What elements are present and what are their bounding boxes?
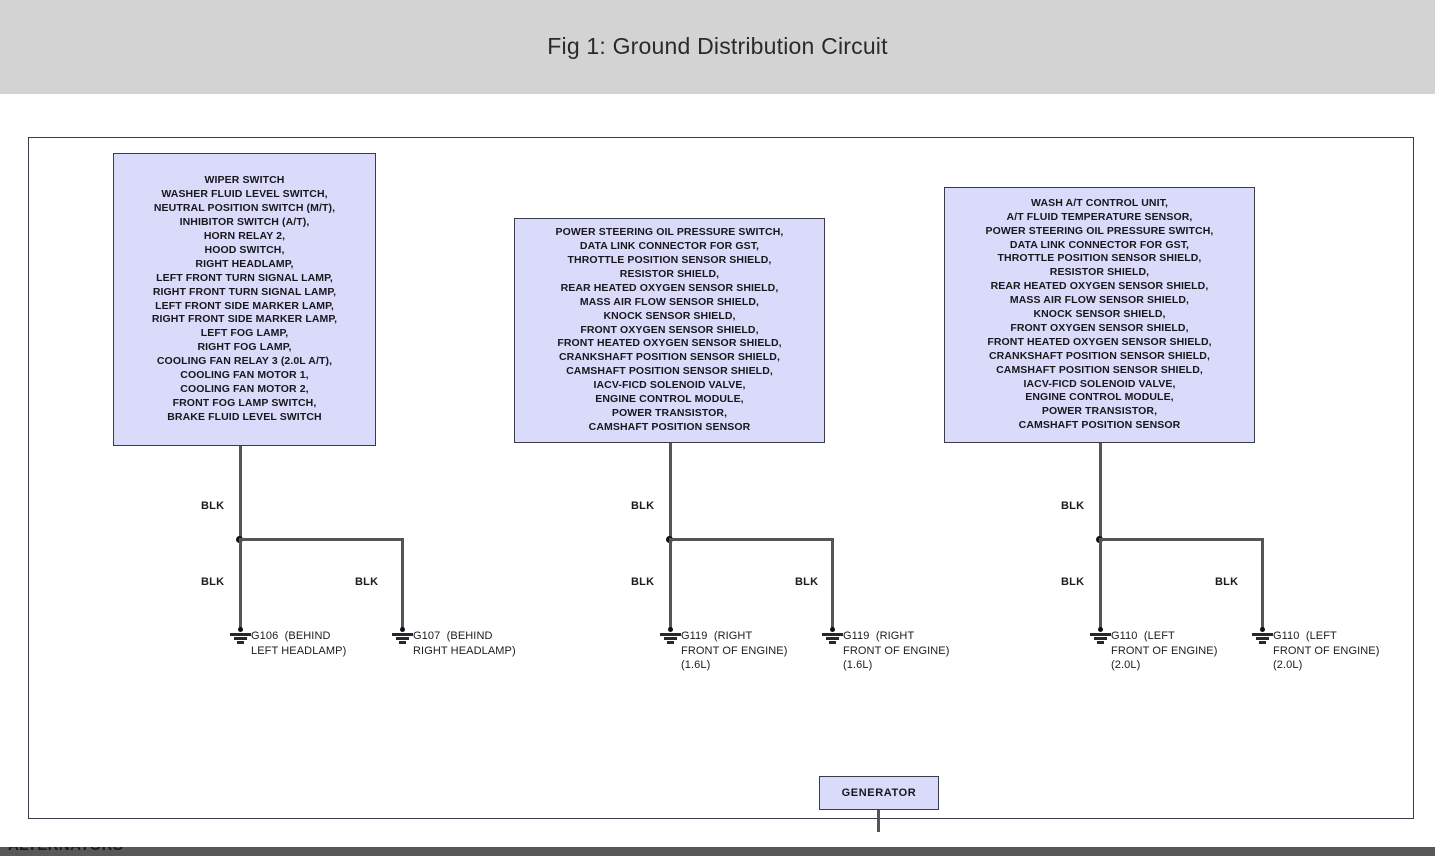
ground-symbol-g119-b bbox=[821, 627, 845, 645]
ground-label-g119-a: G119 (RIGHT FRONT OF ENGINE) (1.6L) bbox=[681, 629, 788, 673]
component-box-middle[interactable]: POWER STEERING OIL PRESSURE SWITCH, DATA… bbox=[514, 218, 825, 443]
wire-label-blk-2: BLK bbox=[201, 576, 225, 588]
ground-code-g106: G106 bbox=[251, 630, 279, 642]
ground-location2-g119-b: FRONT OF ENGINE) bbox=[843, 644, 950, 657]
ground-location2-g110-b: FRONT OF ENGINE) bbox=[1273, 644, 1380, 657]
ground-location2-g110-a: FRONT OF ENGINE) bbox=[1111, 644, 1218, 657]
ground-code-g110-a: G110 bbox=[1111, 630, 1138, 642]
ground-code-g119-b: G119 bbox=[843, 630, 870, 642]
ground-label-g106: G106 (BEHIND LEFT HEADLAMP) bbox=[251, 629, 346, 658]
ground-location-g119-a: (RIGHT bbox=[713, 630, 753, 642]
wire-right-drop-g110b bbox=[1261, 538, 1264, 628]
wire-label-blk-8: BLK bbox=[1061, 576, 1085, 588]
ground-label-g110-b: G110 (LEFT FRONT OF ENGINE) (2.0L) bbox=[1273, 629, 1380, 673]
ground-location-g110-b: (LEFT bbox=[1305, 630, 1337, 642]
ground-location-g107: (BEHIND bbox=[446, 630, 493, 642]
component-box-left[interactable]: WIPER SWITCH WASHER FLUID LEVEL SWITCH, … bbox=[113, 153, 376, 446]
ground-code-g110-b: G110 bbox=[1273, 630, 1300, 642]
wire-middle-horizontal bbox=[669, 538, 834, 541]
wire-generator-stub bbox=[877, 810, 880, 832]
generator-box[interactable]: GENERATOR bbox=[819, 776, 939, 810]
wire-left-horizontal bbox=[239, 538, 404, 541]
wire-right-horizontal bbox=[1099, 538, 1264, 541]
component-box-right-text: WASH A/T CONTROL UNIT, A/T FLUID TEMPERA… bbox=[985, 196, 1214, 432]
component-box-right[interactable]: WASH A/T CONTROL UNIT, A/T FLUID TEMPERA… bbox=[944, 187, 1255, 443]
ground-location-g106: (BEHIND bbox=[284, 630, 331, 642]
wire-label-blk-5: BLK bbox=[631, 576, 655, 588]
component-box-left-text: WIPER SWITCH WASHER FLUID LEVEL SWITCH, … bbox=[151, 174, 338, 423]
wire-middle-trunk bbox=[669, 443, 672, 540]
ground-code-g107: G107 bbox=[413, 630, 441, 642]
bottom-cropped-text: ALTERNATORS bbox=[8, 847, 123, 854]
ground-label-g119-b: G119 (RIGHT FRONT OF ENGINE) (1.6L) bbox=[843, 629, 950, 673]
ground-location-g119-b: (RIGHT bbox=[875, 630, 915, 642]
wire-left-drop-g107 bbox=[401, 538, 404, 628]
ground-symbol-g107 bbox=[391, 627, 415, 645]
ground-code-g119-a: G119 bbox=[681, 630, 708, 642]
ground-location2-g107: RIGHT HEADLAMP) bbox=[413, 644, 516, 657]
header-bar bbox=[0, 0, 1435, 94]
wire-label-blk-9: BLK bbox=[1215, 576, 1239, 588]
wire-left-trunk bbox=[239, 446, 242, 540]
wire-label-blk-6: BLK bbox=[795, 576, 819, 588]
ground-variant-g119-a: (1.6L) bbox=[681, 659, 711, 671]
wire-label-blk-4: BLK bbox=[631, 500, 655, 512]
wire-right-trunk bbox=[1099, 443, 1102, 540]
page-title: Fig 1: Ground Distribution Circuit bbox=[547, 33, 888, 59]
wire-label-blk-3: BLK bbox=[355, 576, 379, 588]
ground-variant-g110-a: (2.0L) bbox=[1111, 659, 1141, 671]
bottom-cropped-strip: ALTERNATORS bbox=[0, 847, 1435, 856]
wire-right-drop-g110a bbox=[1099, 538, 1102, 628]
diagram-canvas: WIPER SWITCH WASHER FLUID LEVEL SWITCH, … bbox=[28, 137, 1414, 819]
generator-label: GENERATOR bbox=[841, 787, 917, 799]
component-box-middle-text: POWER STEERING OIL PRESSURE SWITCH, DATA… bbox=[555, 226, 784, 433]
wire-label-blk-1: BLK bbox=[201, 500, 225, 512]
wire-middle-drop-g119b bbox=[831, 538, 834, 628]
ground-location2-g106: LEFT HEADLAMP) bbox=[251, 644, 347, 657]
ground-location2-g119-a: FRONT OF ENGINE) bbox=[681, 644, 788, 657]
wire-middle-drop-g119a bbox=[669, 538, 672, 628]
ground-label-g107: G107 (BEHIND RIGHT HEADLAMP) bbox=[413, 629, 516, 658]
ground-label-g110-a: G110 (LEFT FRONT OF ENGINE) (2.0L) bbox=[1111, 629, 1218, 673]
ground-symbol-g110-a bbox=[1089, 627, 1113, 645]
ground-symbol-g106 bbox=[229, 627, 253, 645]
ground-symbol-g110-b bbox=[1251, 627, 1275, 645]
ground-symbol-g119-a bbox=[659, 627, 683, 645]
ground-variant-g110-b: (2.0L) bbox=[1273, 659, 1303, 671]
ground-location-g110-a: (LEFT bbox=[1143, 630, 1175, 642]
wire-label-blk-7: BLK bbox=[1061, 500, 1085, 512]
wire-left-drop-g106 bbox=[239, 538, 242, 628]
ground-variant-g119-b: (1.6L) bbox=[843, 659, 873, 671]
